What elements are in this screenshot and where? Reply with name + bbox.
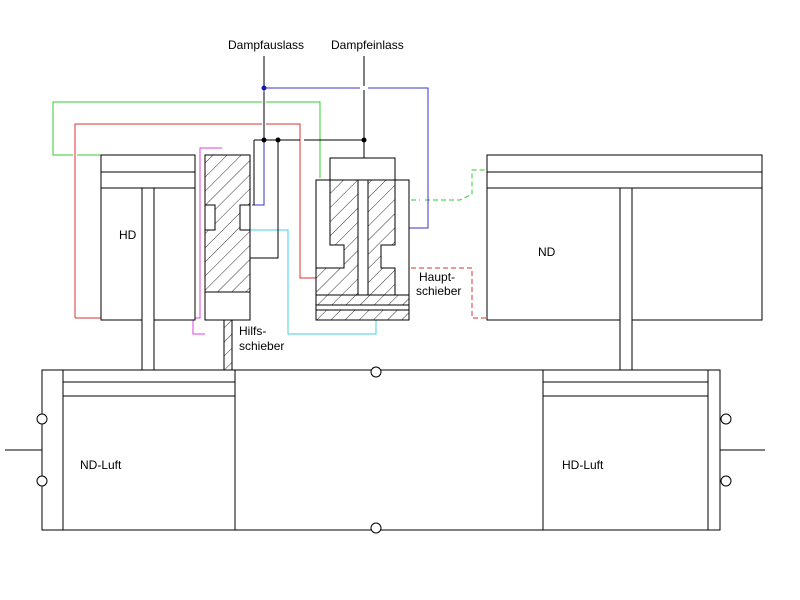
hauptschieber: [315, 157, 410, 321]
cyan-pipe: [250, 229, 377, 335]
red-pipe: [74, 123, 487, 319]
label-hilfsschieber-line1: Hilfs-: [239, 324, 266, 338]
label-dampfauslass: Dampfauslass: [228, 38, 304, 52]
junction-dot: [275, 137, 281, 143]
label-hauptschieber-line1: Haupt-: [419, 270, 455, 284]
label-nd-luft: ND-Luft: [80, 458, 122, 472]
valve-icon: [370, 366, 382, 378]
valve-icon: [720, 475, 732, 487]
valve-icon: [720, 413, 732, 425]
hilfsschieber: [204, 154, 251, 383]
valve-icon: [36, 475, 48, 487]
nd-cylinder: [486, 154, 763, 384]
hd-cylinder: [100, 154, 196, 384]
magenta-pipe: [192, 147, 222, 335]
label-hauptschieber-line2: schieber: [416, 284, 461, 298]
label-dampfeinlass: Dampfeinlass: [331, 38, 404, 52]
valve-icon: [36, 413, 48, 425]
label-nd: ND: [538, 245, 556, 259]
steam-lines: [250, 56, 365, 259]
label-hilfsschieber-line2: schieber: [239, 339, 284, 353]
label-hd: HD: [119, 228, 137, 242]
junction-dot: [261, 137, 267, 143]
junction-dot-blue: [261, 85, 267, 91]
valve-icon: [370, 522, 382, 534]
label-hd-luft: HD-Luft: [562, 458, 604, 472]
valve-symbols: [36, 366, 732, 534]
junction-dot: [361, 137, 367, 143]
air-cylinder: [5, 369, 765, 531]
